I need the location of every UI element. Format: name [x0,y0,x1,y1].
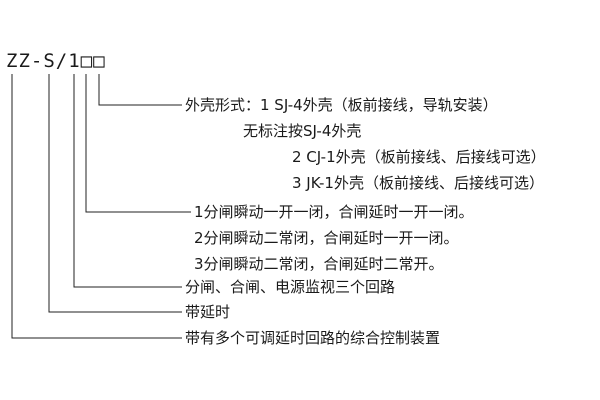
shell-type-line-2: 无标注按SJ-4外壳 [243,122,362,140]
connector-with-delay [48,74,182,313]
shell-type-line-3: 2 CJ-1外壳（板前接线、后接线可选） [292,148,546,166]
connector-device-description [11,74,182,339]
connector-monitor-circuits [73,74,182,288]
contact-config-line-3: 3分闸瞬动二常闭，合闸延时二常开。 [194,255,444,273]
contact-config-line-1: 1分闸瞬动一开一闭，合闸延时一开一闭。 [194,203,474,221]
connector-contact-config [85,74,191,213]
shell-type-annotation: 外壳形式：1 SJ-4外壳（板前接线，导轨安装） 无标注按SJ-4外壳 2 CJ… [185,92,546,196]
device-description-annotation: 带有多个可调延时回路的综合控制装置 [185,329,441,347]
monitor-circuits-annotation: 分闸、合闸、电源监视三个回路 [185,278,396,296]
shell-type-line-4: 3 JK-1外壳（板前接线、后接线可选） [292,174,544,192]
shell-type-line-1: 外壳形式：1 SJ-4外壳（板前接线，导轨安装） [185,96,498,114]
contact-config-annotation: 1分闸瞬动一开一闭，合闸延时一开一闭。 2分闸瞬动二常闭，合闸延时一开一闭。 3… [194,199,474,277]
connector-shell-type [98,74,182,106]
contact-config-line-2: 2分闸瞬动二常闭，合闸延时一开一闭。 [194,229,459,247]
with-delay-annotation: 带延时 [185,303,231,321]
model-code: ZZ-S/1□□ [6,50,106,72]
